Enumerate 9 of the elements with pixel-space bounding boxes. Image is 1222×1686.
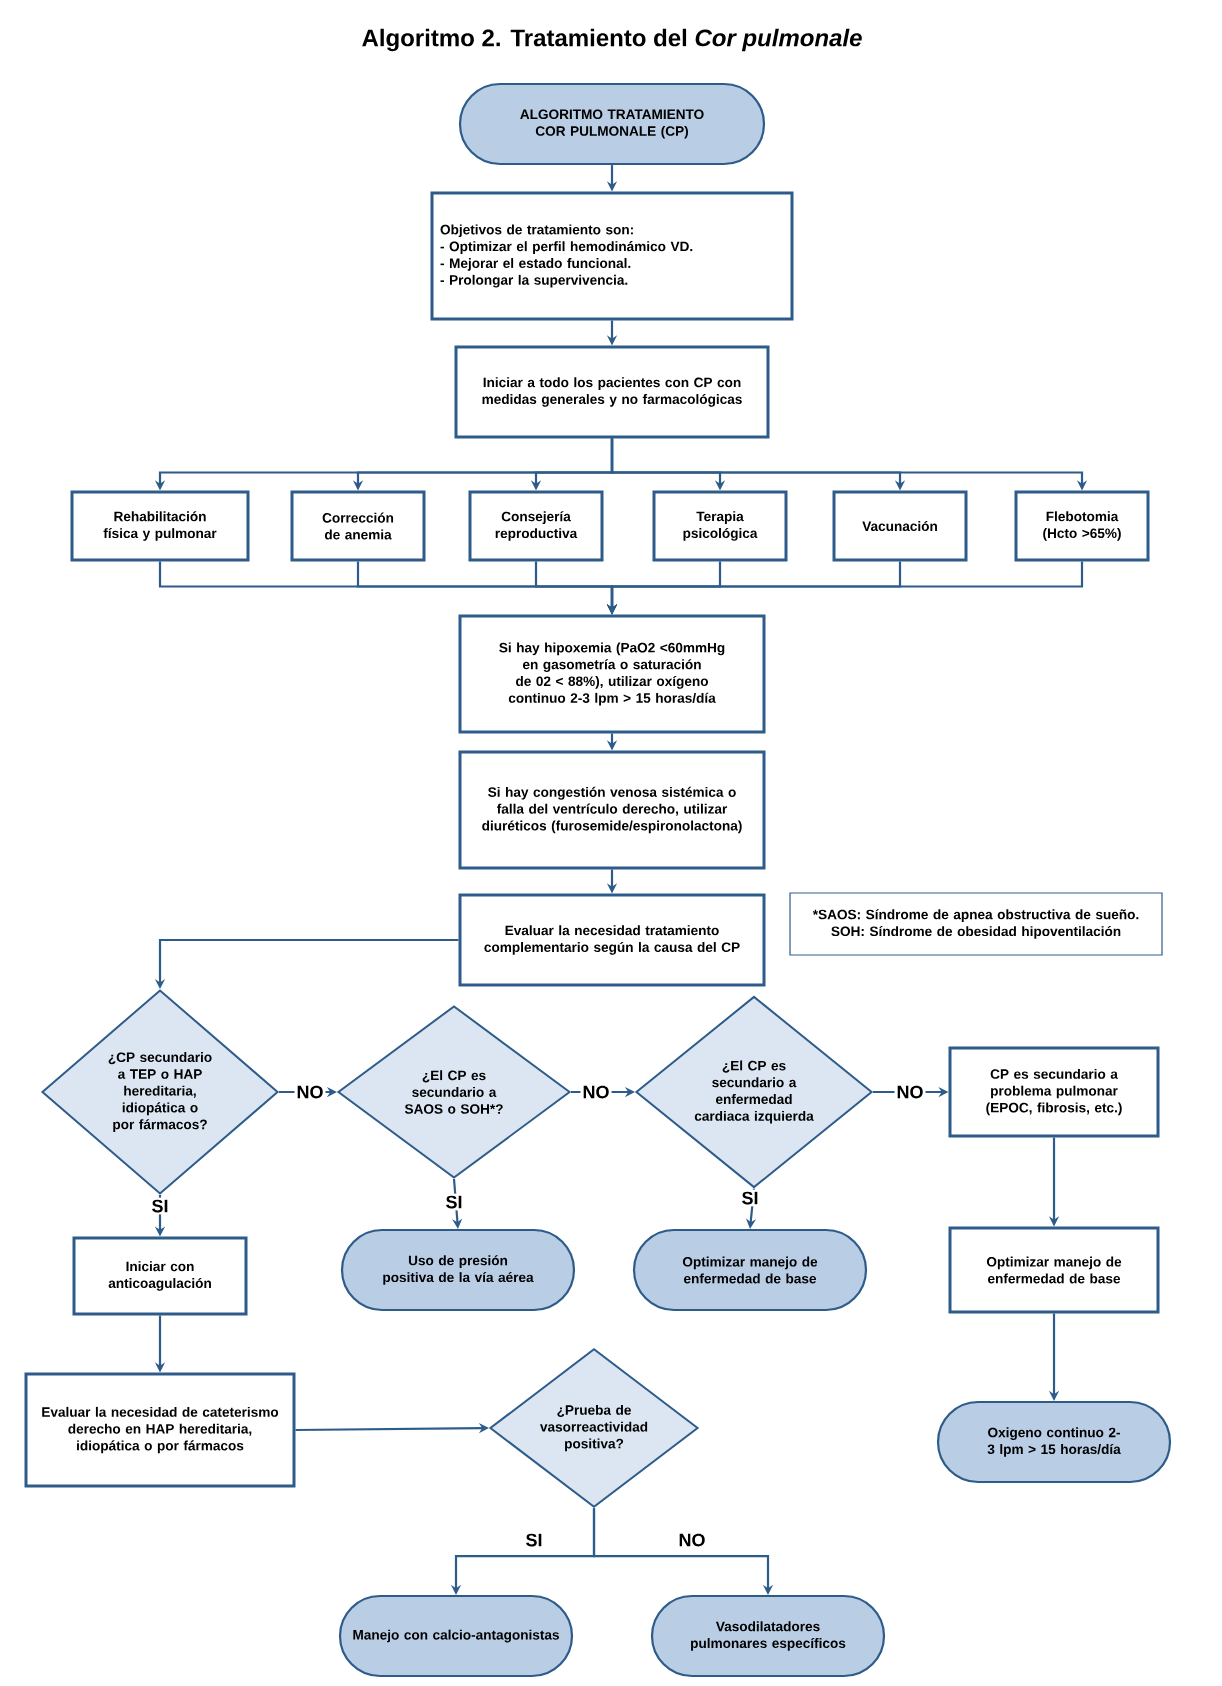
edge-label: SI — [739, 1189, 761, 1207]
edge-label: SI — [523, 1531, 545, 1549]
edge-label: SI — [443, 1193, 465, 1211]
edge-label: NO — [676, 1531, 708, 1549]
edge-label: NO — [894, 1083, 926, 1101]
edge-label: NO — [580, 1083, 612, 1101]
edge-label: SI — [149, 1197, 171, 1215]
edge-label: NO — [294, 1083, 326, 1101]
title: Algoritmo 2. Tratamiento del Cor pulmonale — [362, 28, 862, 52]
